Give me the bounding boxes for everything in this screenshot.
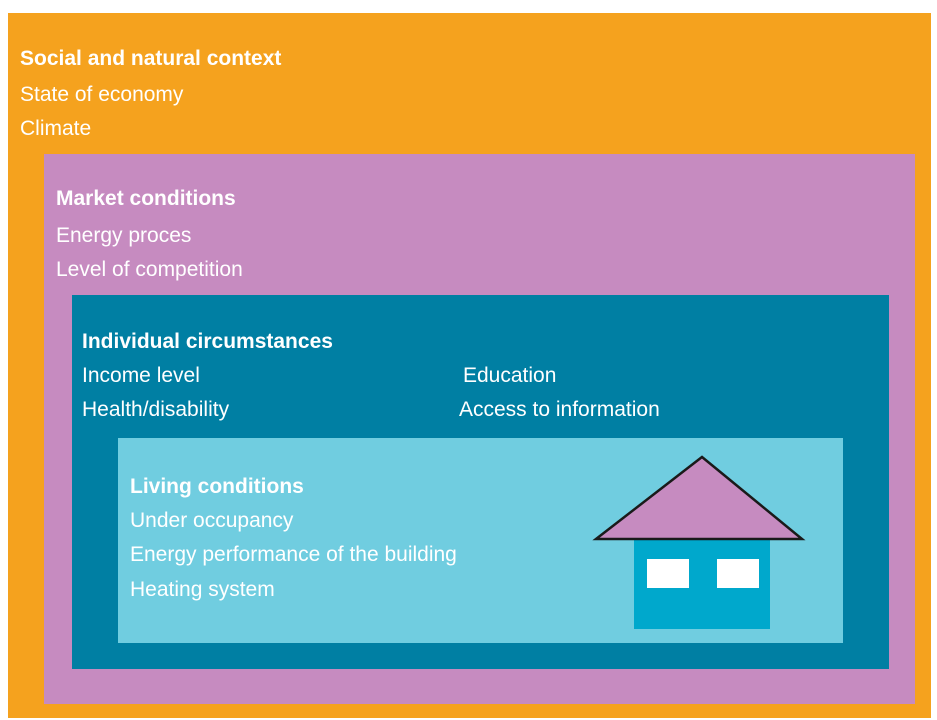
house-window-left (647, 559, 689, 588)
market-conditions-title: Market conditions (56, 187, 236, 210)
social-item-economy: State of economy (20, 83, 184, 106)
living-item-heating: Heating system (130, 578, 275, 601)
house-icon (592, 455, 806, 629)
market-item-competition: Level of competition (56, 258, 243, 281)
house-window-right (717, 559, 759, 588)
individual-item-income: Income level (82, 364, 200, 387)
social-item-climate: Climate (20, 117, 92, 140)
living-conditions-title: Living conditions (130, 475, 304, 498)
social-context-title: Social and natural context (20, 47, 282, 70)
house-roof (592, 455, 806, 541)
individual-circumstances-title: Individual circumstances (82, 330, 333, 353)
living-item-occupancy: Under occupancy (130, 509, 294, 532)
market-item-energy-prices: Energy proces (56, 224, 192, 247)
individual-item-education: Education (463, 364, 557, 387)
individual-item-information: Access to information (459, 398, 660, 421)
individual-item-health: Health/disability (82, 398, 230, 421)
living-item-energy-performance: Energy performance of the building (130, 543, 457, 566)
